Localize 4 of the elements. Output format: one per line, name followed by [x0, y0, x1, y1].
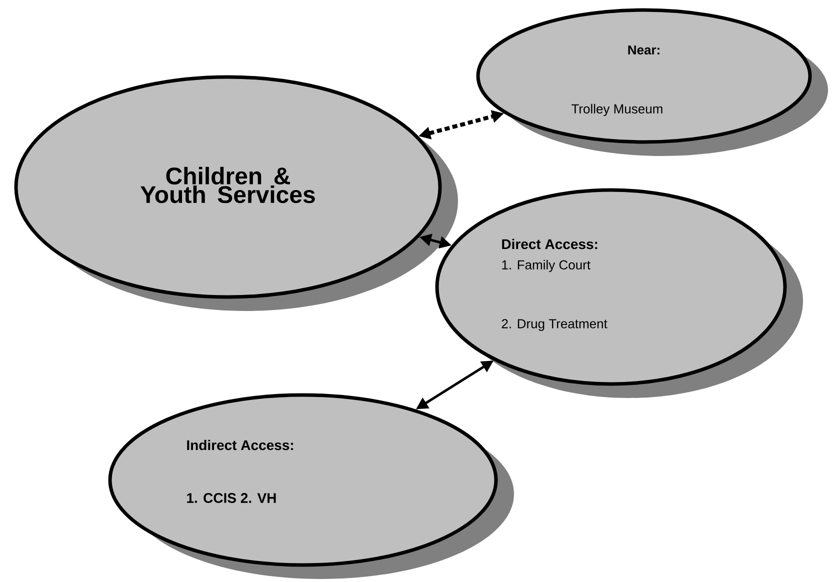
ellipse-node: Direct Access: 1. Family Court 2. Drug Treatment — [435, 188, 803, 398]
ellipse-node: Children & Youth Services — [14, 75, 458, 311]
ellipse-node: Near: Trolley Museum — [476, 8, 828, 156]
ellipse-node: Indirect Access: 1. CCIS 2. VH — [108, 393, 514, 579]
